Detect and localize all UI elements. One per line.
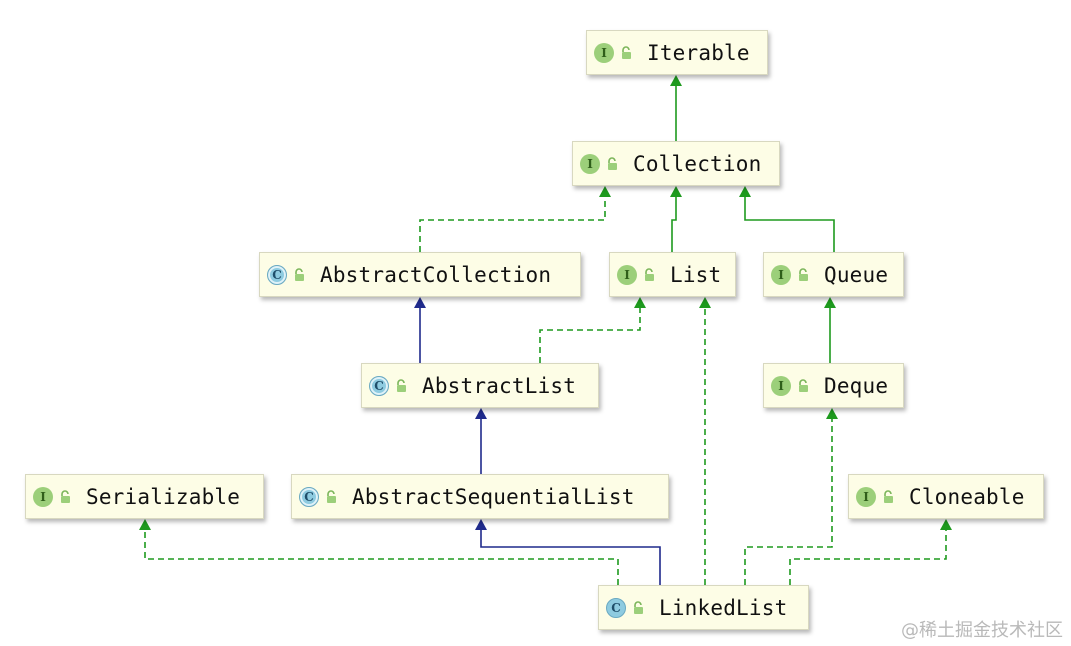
unlocked-icon [645,267,654,281]
node-abstractcollection[interactable]: C AbstractCollection [259,252,581,297]
edge-queue-to-collection [739,186,835,252]
abstract-class-icon: C [369,375,389,396]
edge-linkedlist-to-cloneable [789,519,952,585]
edge-line [744,196,835,252]
arrowhead [414,297,426,308]
node-abstractlist[interactable]: C AbstractList [361,363,599,408]
arrowhead [475,519,487,530]
node-list[interactable]: I List [609,252,736,297]
node-label: List [670,262,722,287]
edge-line [144,529,619,585]
arrowhead [670,186,682,197]
node-label: Serializable [86,484,241,509]
arrowhead [739,186,751,197]
unlocked-icon [634,600,643,614]
node-label: AbstractList [422,373,577,398]
node-label: AbstractCollection [320,262,552,287]
edge-abstractlist-to-abstractcollection [414,297,426,363]
interface-icon: I [771,264,791,285]
interface-icon: I [33,486,53,507]
edge-linkedlist-to-serializable [139,519,619,585]
node-serializable[interactable]: I Serializable [25,474,264,519]
unlocked-icon [622,45,631,59]
interface-icon: I [856,486,876,507]
unlocked-icon [884,489,893,503]
edge-line [789,529,947,585]
arrowhead [634,297,646,308]
edge-collection-to-iterable [670,75,682,141]
watermark: @稀土掘金技术社区 [901,620,1063,641]
interface-icon: I [580,153,600,174]
arrowhead [940,519,952,530]
edge-abstractlist-to-list [539,297,646,363]
class-icon: C [606,597,626,618]
node-deque[interactable]: I Deque [763,363,904,408]
abstract-class-icon: C [299,486,319,507]
node-label: Deque [824,373,889,398]
unlocked-icon [295,267,304,281]
edge-abstractcollection-to-collection [419,186,611,252]
unlocked-icon [61,489,70,503]
edge-line [539,307,641,363]
node-label: Cloneable [909,484,1025,509]
node-cloneable[interactable]: I Cloneable [848,474,1044,519]
node-label: Queue [824,262,889,287]
edge-linkedlist-to-abstractsequentiallist [475,519,661,585]
arrowhead [826,408,838,419]
node-iterable[interactable]: I Iterable [586,30,768,75]
arrowhead [670,75,682,86]
unlocked-icon [608,156,617,170]
edge-linkedlist-to-deque [744,408,838,585]
edge-line [671,196,677,252]
interface-icon: I [594,42,614,63]
edge-abstractsequentiallist-to-abstractlist [475,408,487,474]
node-label: Iterable [647,40,750,65]
edge-linkedlist-to-list [699,297,711,585]
arrowhead [599,186,611,197]
node-linkedlist[interactable]: C LinkedList [598,585,809,630]
abstract-class-icon: C [267,264,287,285]
interface-icon: I [617,264,637,285]
node-label: LinkedList [659,595,788,620]
arrowhead [824,297,836,308]
unlocked-icon [799,378,808,392]
unlocked-icon [799,267,808,281]
edge-deque-to-queue [824,297,836,363]
node-queue[interactable]: I Queue [763,252,904,297]
interface-icon: I [771,375,791,396]
node-label: AbstractSequentialList [352,484,635,509]
unlocked-icon [327,489,336,503]
node-label: Collection [633,151,762,176]
node-collection[interactable]: I Collection [572,141,780,186]
arrowhead [475,408,487,419]
unlocked-icon [397,378,406,392]
node-abstractsequentiallist[interactable]: C AbstractSequentialList [291,474,669,519]
edge-line [480,529,661,585]
edge-line [419,196,606,252]
edge-line [744,418,833,585]
edge-list-to-collection [670,186,682,252]
arrowhead [699,297,711,308]
arrowhead [139,519,151,530]
